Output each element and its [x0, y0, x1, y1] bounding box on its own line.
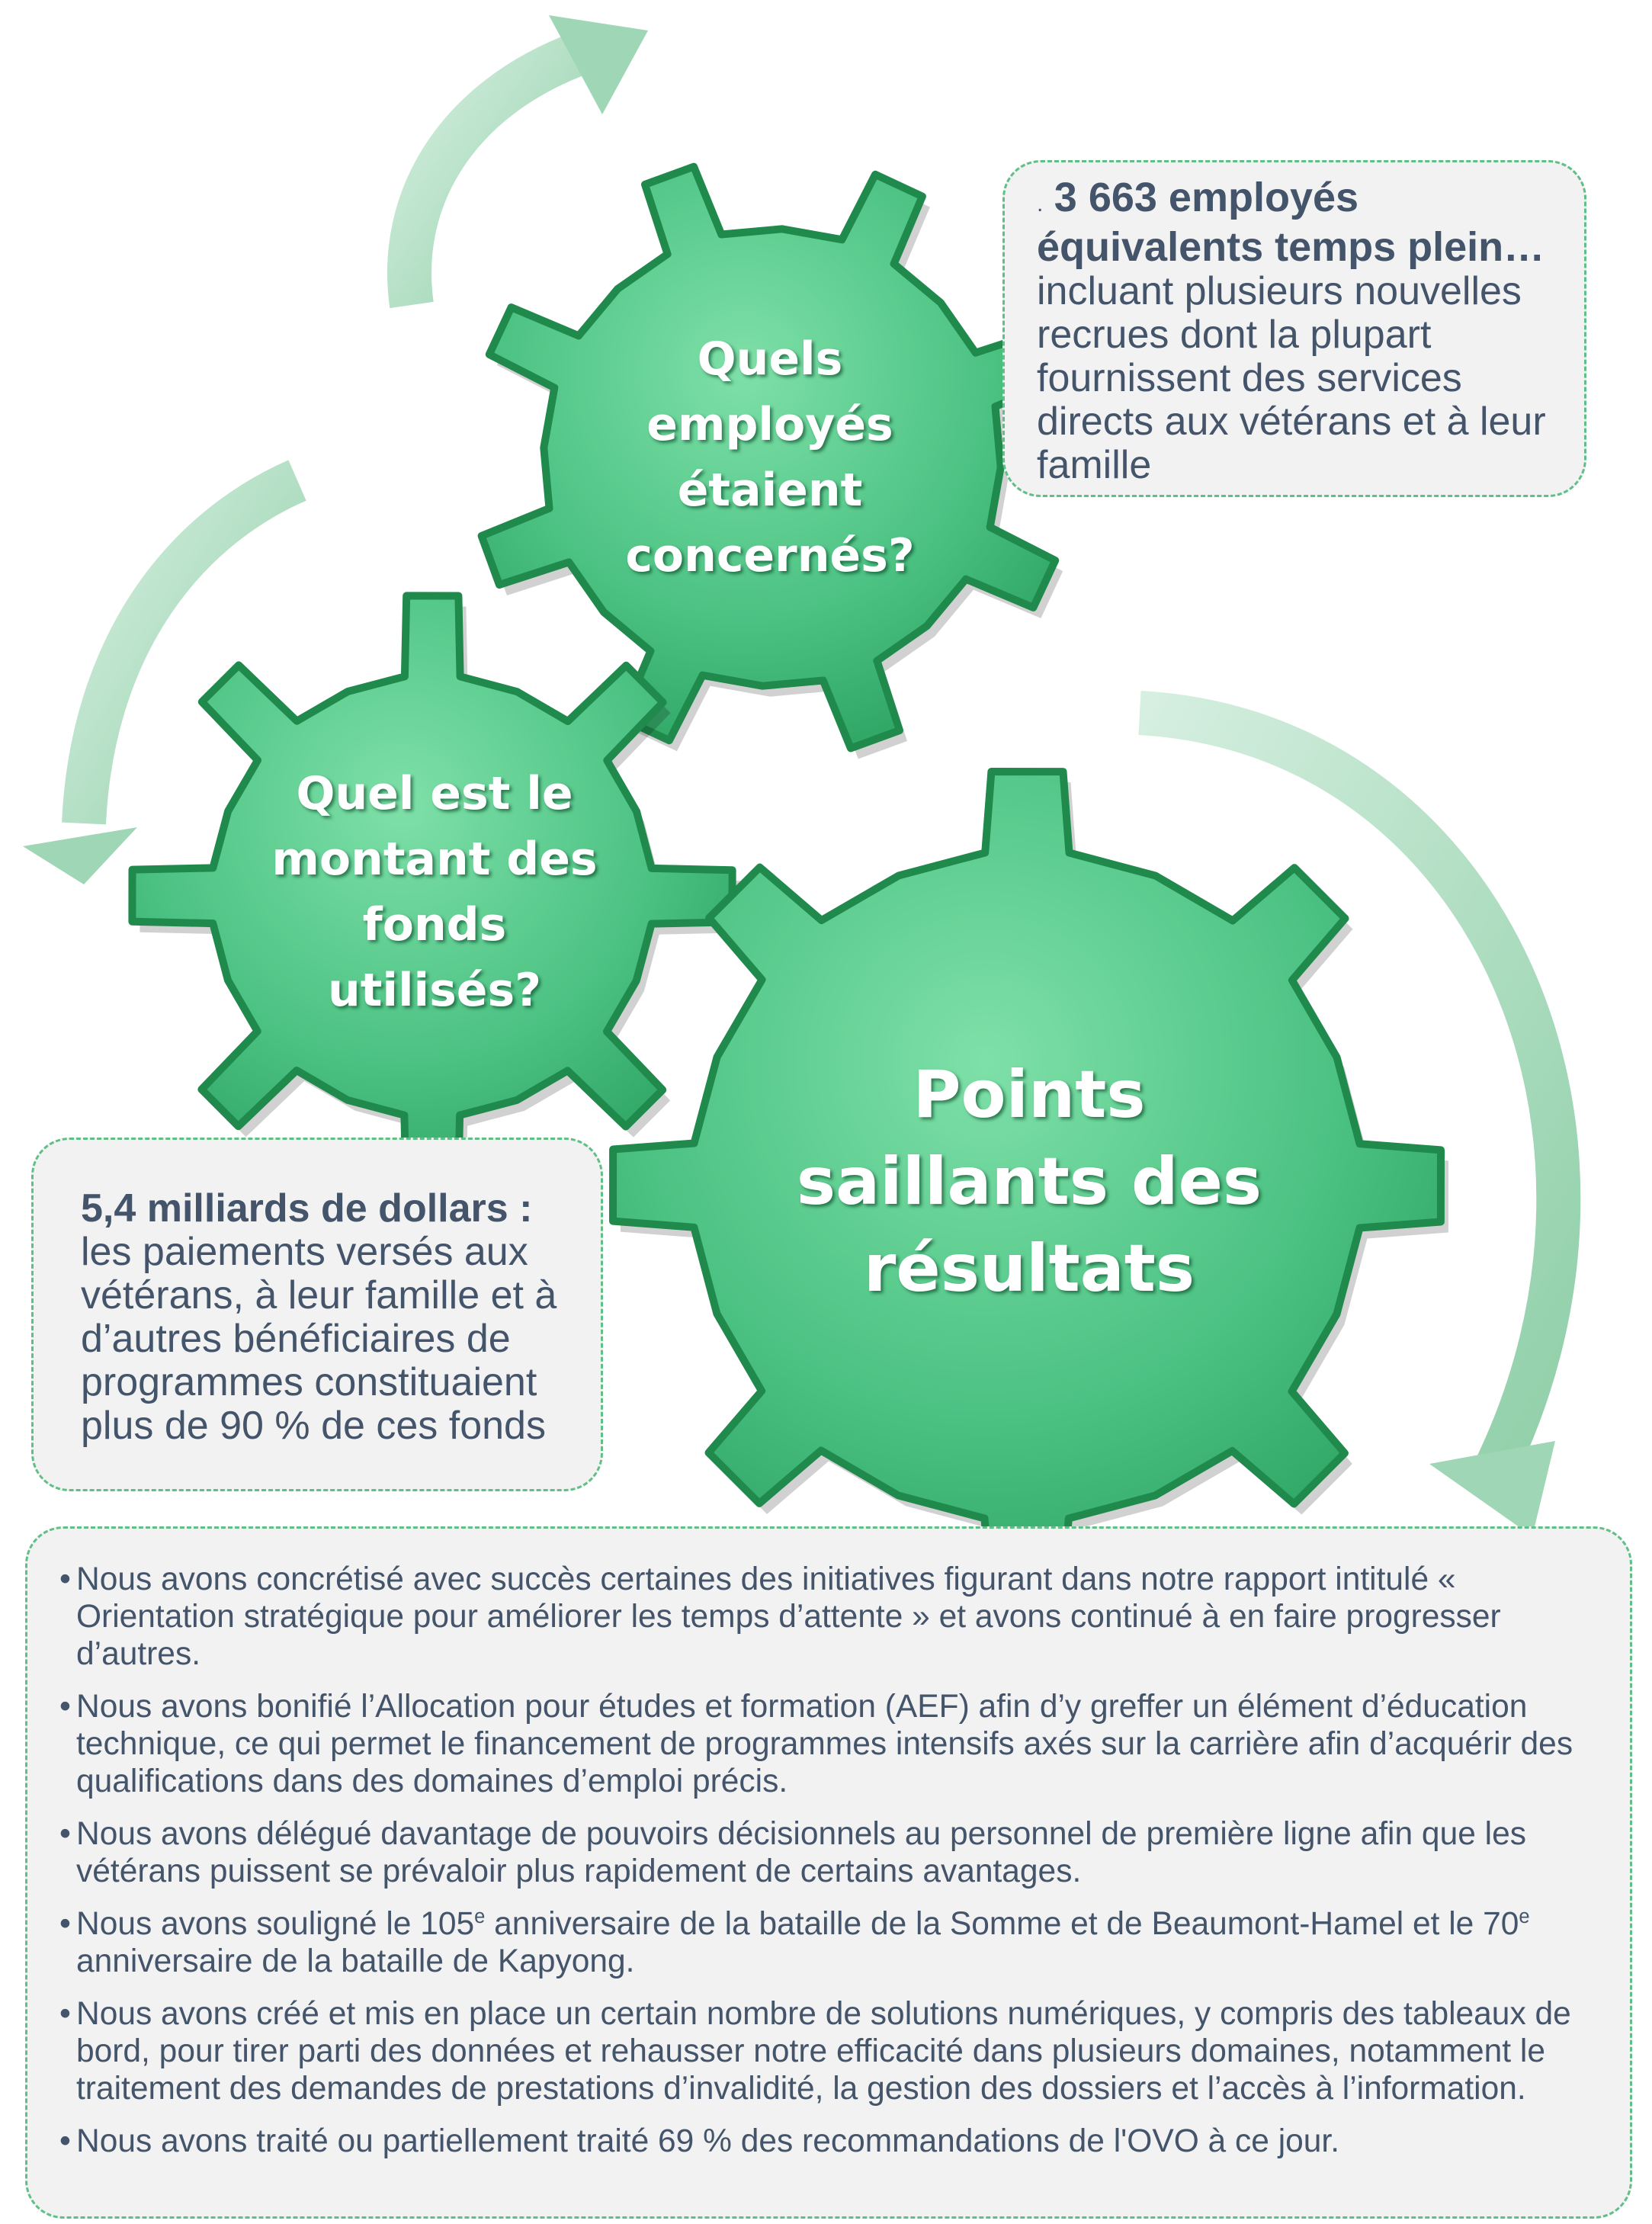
gear-employees: [477, 162, 1067, 753]
list-item-text: Nous avons créé et mis en place un certa…: [76, 1996, 1571, 2107]
cycle-arrow-top: [387, 32, 588, 309]
gear-funds: [128, 592, 736, 1200]
superscript: e: [1519, 1905, 1530, 1927]
gear-label-results: Points saillants des résultats: [796, 1057, 1262, 1307]
cycle-arrow-left-head: [23, 827, 137, 884]
cycle-arrow-right: [1138, 691, 1581, 1481]
list-item: •Nous avons souligné le 105e anniversair…: [59, 1905, 1607, 1980]
cycle-arrow-left: [62, 460, 306, 825]
list-item-text: Nous avons délégué davantage de pouvoirs…: [76, 1816, 1526, 1889]
bullet: •: [59, 1689, 71, 1725]
cycle-arrow-top-head: [549, 15, 648, 114]
employees-info-box: . 3 663 employés équivalents temps plein…: [1002, 160, 1586, 497]
bullet: •: [59, 1906, 71, 1942]
list-item-text: Nous avons concrétisé avec succès certai…: [76, 1561, 1501, 1672]
bullet: •: [59, 1996, 71, 2032]
list-item: •Nous avons traité ou partiellement trai…: [59, 2123, 1607, 2160]
gear-results: [609, 768, 1445, 1603]
text: anniversaire de la bataille de la Somme …: [485, 1906, 1519, 1942]
results-list-box: •Nous avons concrétisé avec succès certa…: [25, 1526, 1632, 2219]
list-item: •Nous avons délégué davantage de pouvoir…: [59, 1815, 1607, 1890]
list-item: •Nous avons concrétisé avec succès certa…: [59, 1561, 1607, 1673]
funds-info-box: 5,4 milliards de dollars : les paiements…: [31, 1138, 603, 1491]
funds-description: les paiements versés aux vétérans, à leu…: [81, 1230, 557, 1448]
bullet: •: [59, 2123, 71, 2159]
list-item-text: Nous avons bonifié l’Allocation pour étu…: [76, 1689, 1573, 1799]
list-item-text: Nous avons traité ou partiellement trait…: [76, 2123, 1340, 2159]
list-item: •Nous avons créé et mis en place un cert…: [59, 1995, 1607, 2107]
gear-label-employees: Quels employés étaient concernés?: [625, 332, 915, 582]
text: anniversaire de la bataille de Kapyong.: [76, 1943, 635, 1979]
gear-label-funds: Quel est le montant des fonds utilisés?: [271, 767, 598, 1017]
bullet: .: [1037, 191, 1044, 217]
list-item-text: Nous avons souligné le 105e anniversaire…: [76, 1906, 1530, 1979]
employees-headline: 3 663 employés équivalents temps plein…: [1037, 175, 1545, 270]
text: Nous avons souligné le 105: [76, 1906, 475, 1942]
list-item: •Nous avons bonifié l’Allocation pour ét…: [59, 1688, 1607, 1800]
results-list: •Nous avons concrétisé avec succès certa…: [59, 1561, 1607, 2160]
funds-headline: 5,4 milliards de dollars :: [81, 1186, 533, 1231]
cycle-arrow-right-head: [1429, 1441, 1555, 1536]
bullet: •: [59, 1561, 71, 1597]
superscript: e: [474, 1905, 486, 1927]
employees-description: incluant plusieurs nouvelles recrues don…: [1037, 269, 1546, 487]
bullet: •: [59, 1816, 71, 1852]
